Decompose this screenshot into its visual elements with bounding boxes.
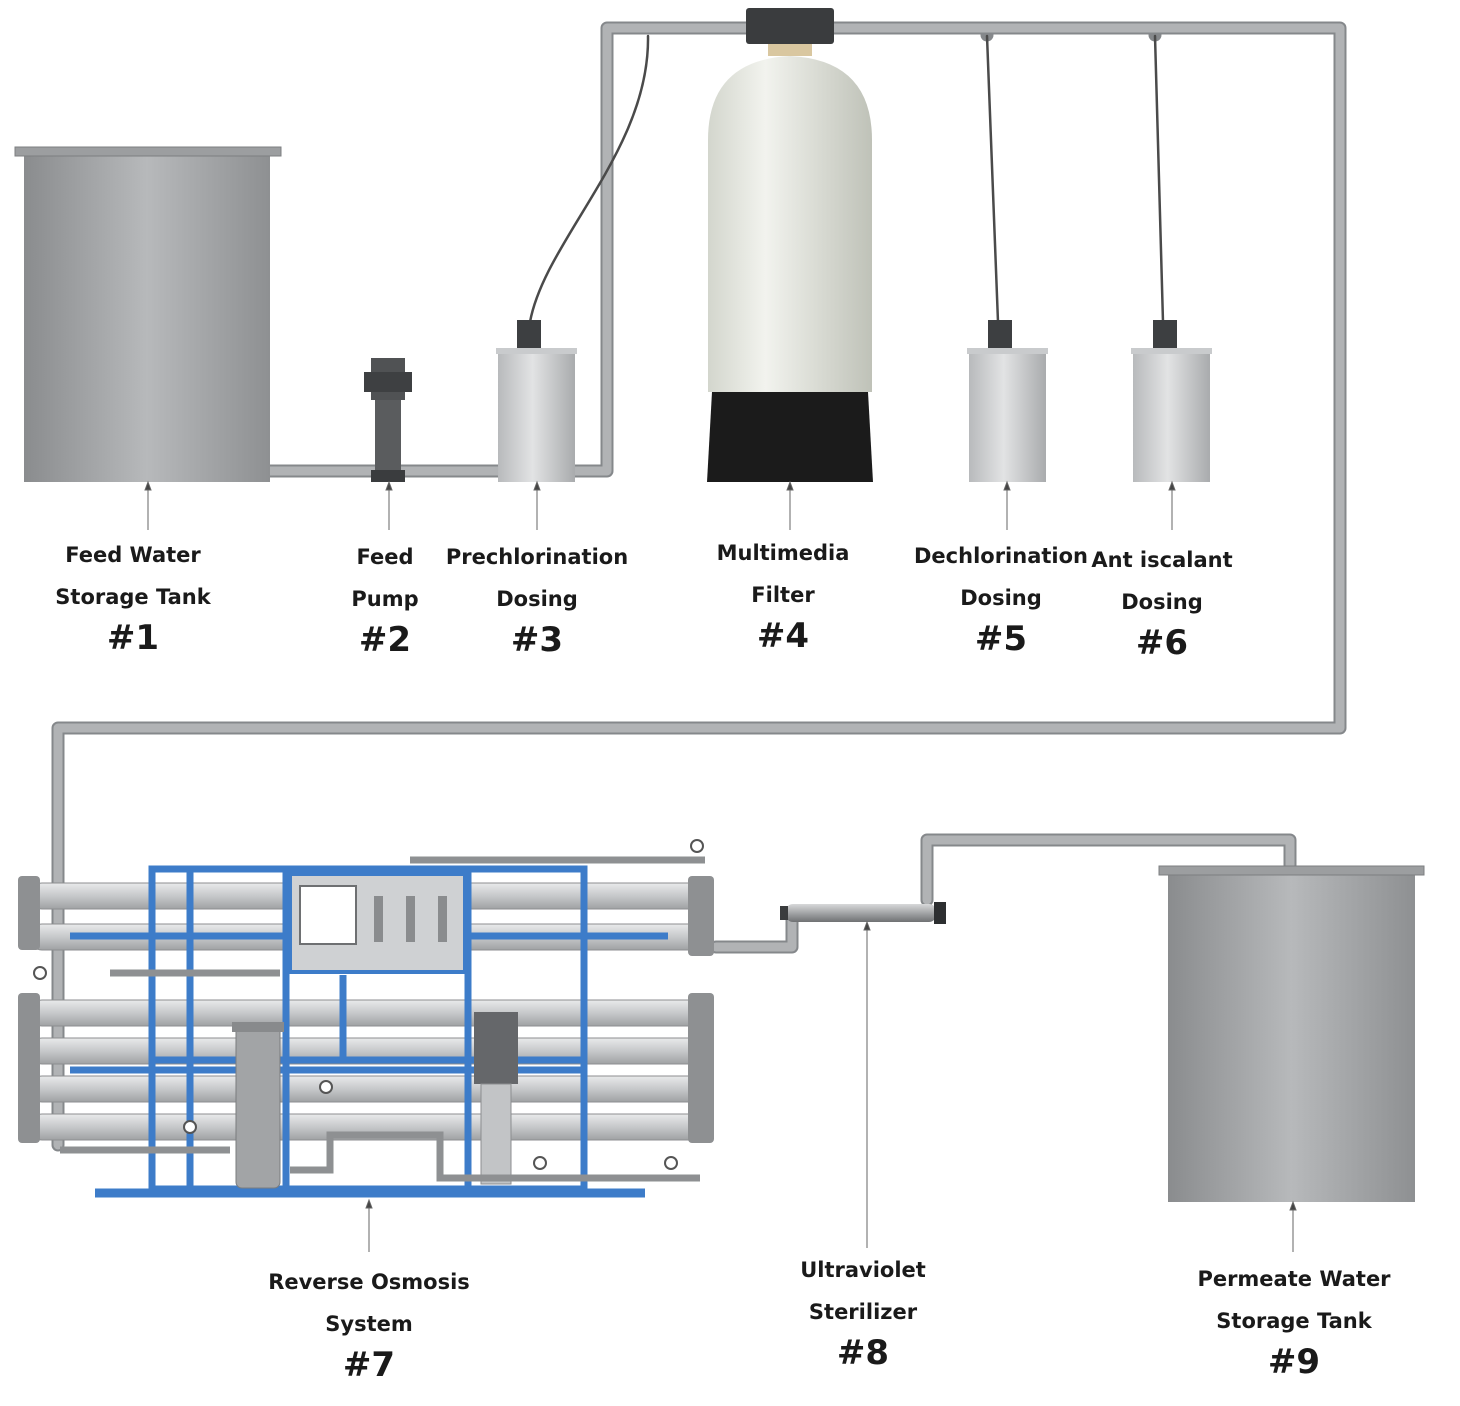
label-number: #1 (106, 618, 160, 658)
prechlorination-dosing-tank (496, 320, 577, 482)
label-line: Pump (351, 587, 419, 611)
process-piping (51, 21, 1347, 1152)
feed-water-storage-tank (14, 146, 282, 482)
label-line: Dechlorination (914, 544, 1088, 568)
label-ultraviolet-sterilizer: Ultraviolet Sterilizer #8 (763, 1249, 963, 1373)
label-line: Reverse Osmosis (268, 1270, 470, 1294)
label-line: Feed (356, 545, 414, 569)
permeate-water-storage-tank (1158, 865, 1425, 1202)
label-leader-lines (144, 480, 1297, 1252)
label-line: Multimedia (716, 541, 850, 565)
label-feed-pump: Feed Pump #2 (325, 536, 445, 660)
label-dechlorination-dosing: Dechlorination Dosing #5 (901, 535, 1101, 659)
label-number: #7 (342, 1345, 396, 1385)
label-line: Prechlorination (445, 545, 629, 569)
label-number: #6 (1135, 623, 1189, 663)
label-line: Permeate Water (1197, 1267, 1391, 1291)
label-feed-water-storage-tank: Feed Water Storage Tank #1 (33, 534, 233, 658)
label-number: #8 (836, 1333, 890, 1373)
label-permeate-water-storage-tank: Permeate Water Storage Tank #9 (1184, 1258, 1404, 1382)
ultraviolet-sterilizer (780, 902, 946, 924)
dechlorination-dosing-tank (967, 320, 1048, 482)
label-multimedia-filter: Multimedia Filter #4 (683, 532, 883, 656)
label-line: Dosing (960, 586, 1042, 610)
label-reverse-osmosis-system: Reverse Osmosis System #7 (259, 1261, 479, 1385)
reverse-osmosis-system (18, 839, 714, 1198)
label-line: System (325, 1312, 413, 1336)
label-number: #5 (974, 619, 1028, 659)
label-line: Sterilizer (808, 1300, 918, 1324)
label-number: #9 (1267, 1342, 1321, 1382)
feed-pump (364, 358, 412, 482)
antiscalant-dosing-tank (1131, 320, 1212, 482)
label-line: Feed Water (65, 543, 201, 567)
label-number: #3 (510, 620, 564, 660)
label-antiscalant-dosing: Ant iscalant Dosing #6 (1062, 539, 1262, 663)
label-number: #2 (358, 620, 412, 660)
label-line: Dosing (1121, 590, 1203, 614)
label-prechlorination-dosing: Prechlorination Dosing #3 (437, 536, 637, 660)
label-line: Ultraviolet (800, 1258, 926, 1282)
label-line: Storage Tank (55, 585, 211, 609)
label-line: Filter (751, 583, 815, 607)
multimedia-filter (707, 8, 873, 482)
label-line: Ant iscalant (1091, 548, 1233, 572)
label-line: Storage Tank (1216, 1309, 1372, 1333)
label-number: #4 (756, 616, 810, 656)
label-line: Dosing (496, 587, 578, 611)
